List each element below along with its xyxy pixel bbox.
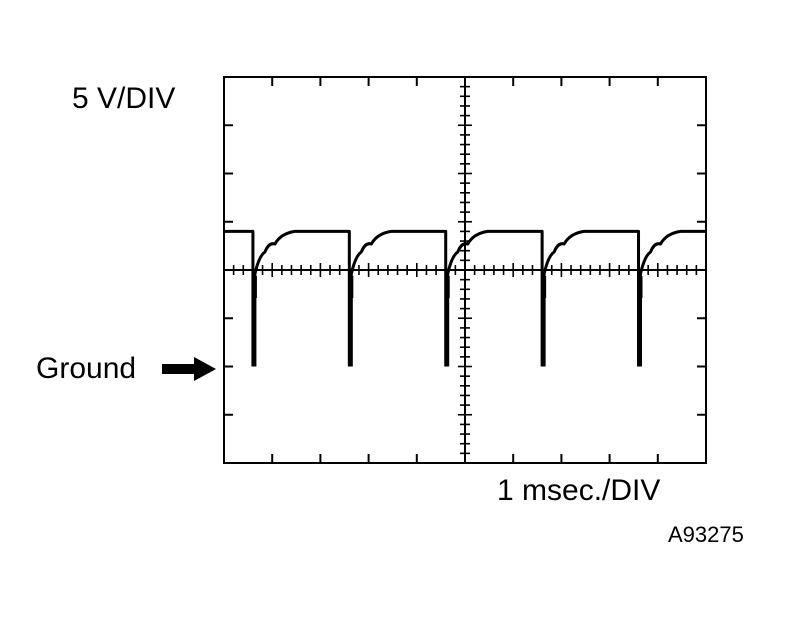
waveform-trace [224,229,706,367]
pulse-thick-segment [637,276,643,298]
time-per-div-label: 1 msec./DIV [497,474,661,507]
ground-label: Ground [36,352,137,385]
waveform-path [224,229,706,367]
figure-id-label: A93275 [668,522,744,547]
pulse-thick-segment [444,276,450,298]
pulse-thick-segment [348,276,354,298]
volts-per-div-label: 5 V/DIV [72,82,176,115]
pulse-thick-segment [251,276,257,298]
scope-grid-ticks [224,77,706,463]
pulse-thick-segment [541,276,547,298]
ground-arrow-icon [162,357,216,381]
